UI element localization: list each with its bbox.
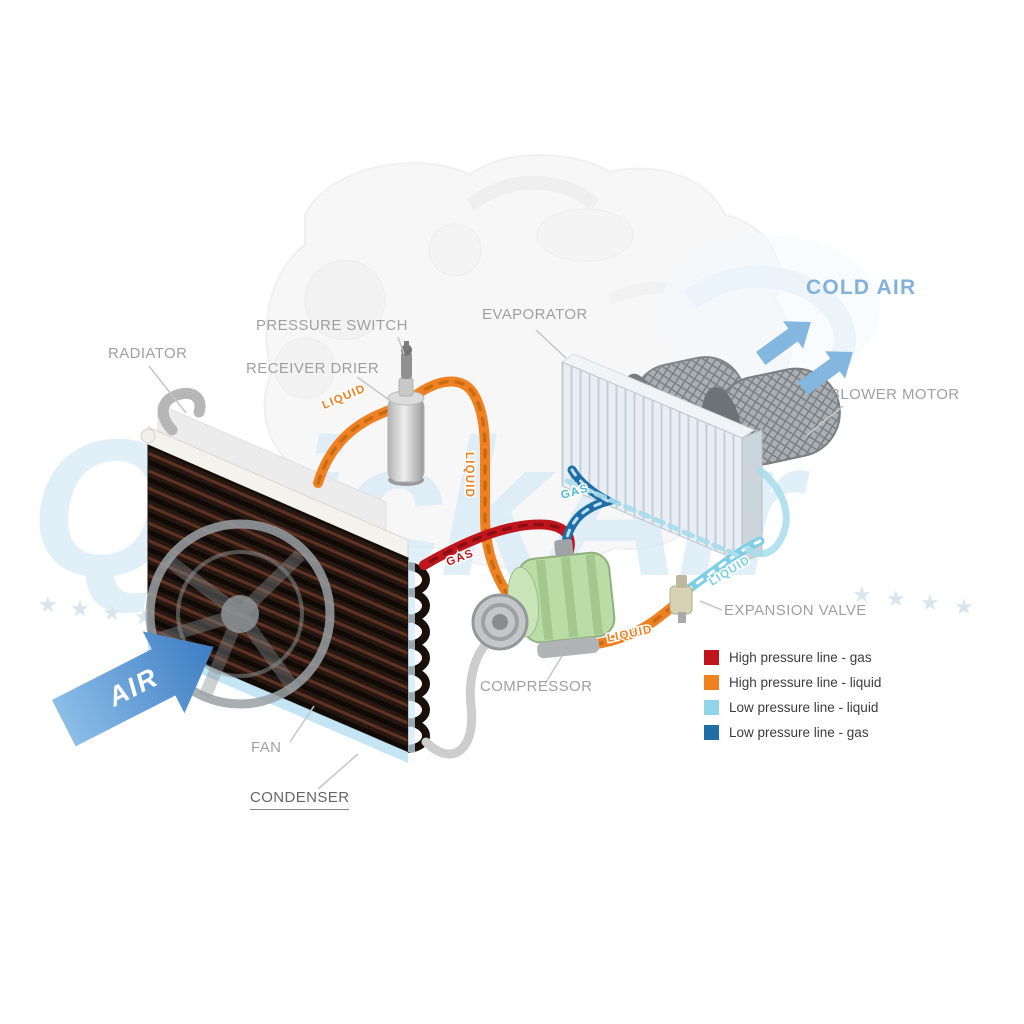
legend-label: Low pressure line - gas bbox=[729, 725, 869, 740]
legend-item: Low pressure line - gas bbox=[704, 725, 881, 740]
fan-illustration bbox=[145, 519, 335, 709]
watermark-star-icon: ★ bbox=[886, 586, 906, 611]
legend-item: High pressure line - liquid bbox=[704, 675, 881, 690]
watermark-star-icon: ★ bbox=[102, 600, 122, 625]
compressor-illustration bbox=[471, 538, 616, 659]
label-blower-motor: BLOWER MOTOR bbox=[830, 386, 960, 403]
pipe-low-pressure-liquid bbox=[564, 478, 742, 559]
legend-label: High pressure line - liquid bbox=[729, 675, 882, 690]
expansion-valve-illustration bbox=[669, 575, 693, 623]
air-flow-arrow: AIR bbox=[52, 631, 214, 747]
label-fan: FAN bbox=[251, 739, 282, 756]
label-condenser: CONDENSER bbox=[250, 789, 350, 810]
legend-swatch-low-pressure-liquid bbox=[704, 700, 719, 715]
legend: High pressure line - gas High pressure l… bbox=[704, 650, 881, 750]
leader-line bbox=[535, 329, 567, 359]
watermark-star-icon: ★ bbox=[954, 594, 974, 619]
leader-line bbox=[317, 753, 359, 790]
watermark-star-icon: ★ bbox=[38, 592, 58, 617]
leader-line bbox=[699, 600, 723, 611]
label-cold-air: COLD AIR bbox=[806, 276, 917, 299]
label-radiator: RADIATOR bbox=[108, 345, 188, 362]
legend-swatch-low-pressure-gas bbox=[704, 725, 719, 740]
leader-line bbox=[289, 705, 315, 743]
pipe-label-liquid: LIQUID bbox=[463, 452, 475, 498]
pressure-switch-illustration bbox=[401, 341, 412, 379]
leader-line bbox=[148, 365, 187, 414]
legend-swatch-high-pressure-liquid bbox=[704, 675, 719, 690]
receiver-drier-illustration bbox=[387, 341, 425, 486]
pipe-low-pressure-liquid bbox=[744, 466, 790, 558]
legend-label: High pressure line - gas bbox=[729, 650, 872, 665]
label-pressure-switch: PRESSURE SWITCH bbox=[256, 317, 408, 334]
leader-lines bbox=[148, 329, 844, 790]
legend-item: Low pressure line - liquid bbox=[704, 700, 881, 715]
watermark-star-icon: ★ bbox=[70, 596, 90, 621]
cold-air-arrow-icon bbox=[756, 321, 853, 395]
legend-label: Low pressure line - liquid bbox=[729, 700, 879, 715]
leader-line bbox=[356, 376, 393, 403]
label-compressor: COMPRESSOR bbox=[480, 678, 593, 695]
label-evaporator: EVAPORATOR bbox=[482, 306, 588, 323]
evaporator-illustration bbox=[560, 353, 763, 563]
leader-line bbox=[544, 655, 563, 685]
hose-illustration bbox=[421, 633, 497, 759]
leader-line bbox=[805, 405, 844, 437]
legend-swatch-high-pressure-gas bbox=[704, 650, 719, 665]
leader-line bbox=[397, 336, 405, 355]
label-expansion-valve: EXPANSION VALVE bbox=[724, 602, 867, 619]
watermark-star-icon: ★ bbox=[852, 582, 872, 607]
watermark-star-icon: ★ bbox=[920, 590, 940, 615]
legend-item: High pressure line - gas bbox=[704, 650, 881, 665]
label-receiver-drier: RECEIVER DRIER bbox=[246, 360, 380, 377]
